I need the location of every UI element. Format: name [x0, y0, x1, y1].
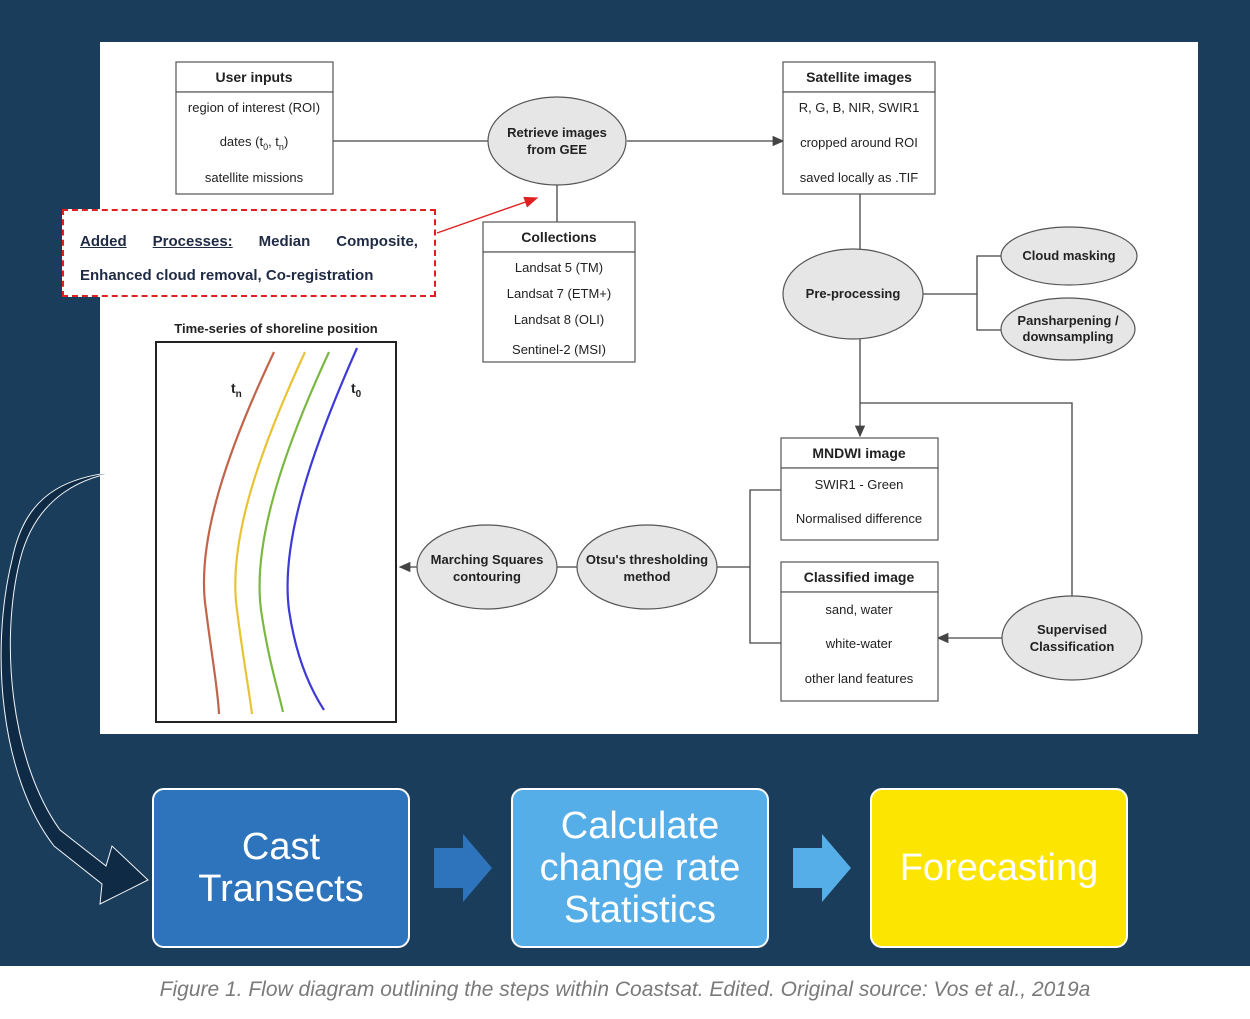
classified-image-box: Classified image sand, water white-water…	[780, 561, 939, 702]
curved-arrow-to-cast	[0, 469, 149, 905]
preprocessing-node: Pre-processing	[782, 248, 924, 340]
satellite-images-title: Satellite images	[806, 69, 912, 85]
edge-added-retrieve	[436, 196, 539, 234]
user-inputs-missions: satellite missions	[205, 170, 304, 185]
arrow-cast-calc	[434, 834, 492, 902]
preprocessing-label: Pre-processing	[806, 286, 901, 301]
retrieve-line1: Retrieve images	[507, 125, 607, 140]
marching-squares-node: Marching Squares contouring	[416, 524, 558, 610]
edge-branch-pansharpening	[976, 294, 1002, 331]
pansharpening-line1: Pansharpening /	[1017, 313, 1119, 328]
collections-title: Collections	[521, 229, 597, 245]
classified-white-water: white-water	[825, 636, 893, 651]
user-inputs-box: User inputs region of interest (ROI) dat…	[175, 61, 334, 195]
otsu-node: Otsu's thresholding method	[576, 524, 718, 610]
edge-images-join	[749, 489, 781, 644]
cast-transects-step[interactable]: Cast Transects	[152, 788, 410, 948]
shoreline-curve-3	[258, 351, 330, 713]
classified-sand-water: sand, water	[825, 602, 893, 617]
mndwi-normalised: Normalised difference	[796, 511, 922, 526]
classified-title: Classified image	[804, 569, 915, 585]
satellite-images-bands: R, G, B, NIR, SWIR1	[799, 100, 920, 115]
figure-caption: Figure 1. Flow diagram outlining the ste…	[159, 978, 1091, 1001]
calculate-statistics-step[interactable]: Calculate change rate Statistics	[511, 788, 769, 948]
flow-diagram: User inputs region of interest (ROI) dat…	[0, 61, 1143, 905]
added-line2: Enhanced cloud removal, Co-registration	[80, 267, 374, 284]
added-processes-note: Added Processes: Median Composite, Enhan…	[62, 209, 436, 297]
supervised-line1: Supervised	[1037, 622, 1107, 637]
shoreline-curve-tn	[202, 351, 275, 715]
collections-landsat7: Landsat 7 (ETM+)	[507, 286, 611, 301]
pansharpening-node: Pansharpening / downsampling	[1000, 297, 1136, 361]
marching-line2: contouring	[453, 569, 521, 584]
satellite-images-box: Satellite images R, G, B, NIR, SWIR1 cro…	[782, 61, 936, 195]
mndwi-swir-green: SWIR1 - Green	[815, 477, 904, 492]
added-title-word1: Added	[80, 233, 127, 250]
shoreline-curve-2	[234, 351, 306, 715]
forecasting-step[interactable]: Forecasting	[870, 788, 1128, 948]
marching-line1: Marching Squares	[431, 552, 544, 567]
satellite-images-cropped: cropped around ROI	[800, 135, 918, 150]
collections-landsat5: Landsat 5 (TM)	[515, 260, 603, 275]
collections-box: Collections Landsat 5 (TM) Landsat 7 (ET…	[482, 221, 636, 363]
pansharpening-line2: downsampling	[1023, 329, 1114, 344]
label-t0: t0	[351, 380, 362, 400]
cloud-masking-label: Cloud masking	[1022, 248, 1115, 263]
collections-landsat8: Landsat 8 (OLI)	[514, 312, 604, 327]
mndwi-box: MNDWI image SWIR1 - Green Normalised dif…	[780, 437, 939, 541]
label-tn: tn	[231, 380, 242, 400]
supervised-line2: Classification	[1030, 639, 1115, 654]
supervised-classification-node: Supervised Classification	[1001, 595, 1143, 681]
added-median: Median	[258, 233, 311, 250]
timeseries-title: Time-series of shoreline position	[174, 321, 378, 336]
otsu-line1: Otsu's thresholding	[586, 552, 708, 567]
connectors	[333, 135, 1073, 644]
edge-preprocessing-supervised	[860, 402, 1073, 597]
user-inputs-dates: dates (t0, tn)	[220, 134, 289, 152]
collections-sentinel2: Sentinel-2 (MSI)	[512, 342, 606, 357]
edge-branch-cloud	[976, 255, 1002, 294]
slide-background: User inputs region of interest (ROI) dat…	[0, 0, 1250, 966]
cloud-masking-node: Cloud masking	[1000, 226, 1138, 286]
retrieve-images-node: Retrieve images from GEE	[487, 96, 627, 186]
otsu-line2: method	[624, 569, 671, 584]
arrow-calc-forecast	[793, 834, 851, 902]
user-inputs-title: User inputs	[215, 69, 292, 85]
timeseries-frame	[155, 341, 397, 723]
user-inputs-roi: region of interest (ROI)	[188, 100, 320, 115]
added-title-word2: Processes:	[152, 233, 233, 250]
satellite-images-saved: saved locally as .TIF	[800, 170, 919, 185]
classified-other: other land features	[805, 671, 914, 686]
timeseries-panel: Time-series of shoreline position tn t0	[155, 321, 397, 723]
step-arrows	[434, 834, 851, 902]
added-composite: Composite,	[336, 233, 418, 250]
mndwi-title: MNDWI image	[812, 445, 906, 461]
added-line1: Added Processes: Median Composite,	[80, 225, 418, 259]
shoreline-curve-t0	[286, 347, 359, 711]
retrieve-line2: from GEE	[527, 142, 587, 157]
